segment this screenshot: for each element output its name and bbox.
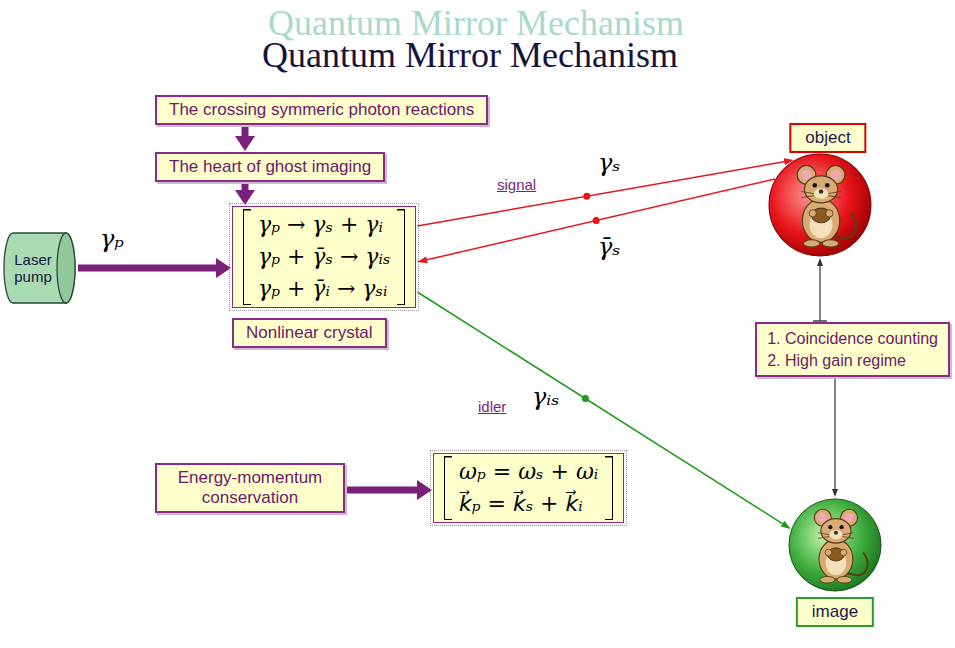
box-text: 1. Coincidence counting — [767, 328, 938, 350]
photon-dot — [593, 217, 600, 224]
beam-label: idler — [478, 398, 506, 415]
mouse-paw — [826, 210, 833, 217]
mouse-foot — [837, 576, 852, 583]
mouse-head — [821, 519, 851, 543]
flow-arrow — [242, 126, 249, 136]
process-box: Nonlinear crystal — [232, 318, 387, 348]
equation-box: ωₚ = ωₛ + ωᵢk⃗ₚ = k⃗ₛ + k⃗ᵢ — [433, 453, 624, 523]
mouse-figure — [797, 165, 856, 247]
node-circle — [788, 498, 882, 592]
box-text: Energy-momentum conservation — [169, 468, 331, 508]
mouse-body — [802, 199, 839, 243]
process-box: The crossing symmeric photon reactions — [155, 95, 488, 125]
equation-box: γₚ → γₛ + γᵢγₚ + γ̄ₛ → γᵢₛγₚ + γ̄ᵢ → γₛᵢ — [232, 206, 416, 308]
equation: k⃗ₚ = k⃗ₛ + k⃗ᵢ — [459, 488, 598, 520]
process-box: The heart of ghost imaging — [155, 152, 385, 182]
laser-label: Laser pump — [3, 251, 63, 286]
mouse-nose — [834, 531, 838, 535]
box-text: 2. High gain regime — [767, 350, 938, 372]
object-circle: object — [768, 153, 872, 257]
photon-symbol: γₚ — [100, 226, 124, 254]
mouse-eye — [825, 183, 830, 188]
beam-line — [819, 266, 820, 321]
flow-arrow — [346, 487, 417, 494]
box-text: The crossing symmeric photon reactions — [169, 100, 474, 120]
beam-line — [417, 292, 782, 524]
equation: γₚ + γ̄ᵢ → γₛᵢ — [258, 273, 390, 305]
mouse-foot — [803, 240, 820, 247]
flow-arrow — [242, 183, 249, 190]
node-circle — [768, 153, 872, 257]
mouse-paw — [840, 549, 847, 556]
beam-line — [834, 378, 835, 489]
mouse-paw — [809, 210, 816, 217]
mouse-figure — [814, 509, 867, 583]
node-heading: object — [789, 123, 866, 153]
mouse-paw — [825, 549, 832, 556]
tee-bar — [828, 377, 842, 378]
photon-dot — [582, 395, 589, 402]
note-box: 1. Coincidence counting2. High gain regi… — [755, 322, 950, 377]
beam-label: signal — [497, 176, 536, 193]
photon-symbol: γ̄ₛ — [598, 234, 620, 262]
photon-symbol: γᵢₛ — [532, 384, 559, 412]
mouse-muzzle — [814, 188, 829, 198]
matrix-bracket: ωₚ = ωₛ + ωᵢk⃗ₚ = k⃗ₛ + k⃗ᵢ — [444, 456, 613, 520]
equation: γₚ → γₛ + γᵢ — [258, 209, 390, 241]
mouse-nose — [819, 189, 824, 194]
laser-cylinder: Laser pump — [3, 232, 77, 304]
mouse-body — [819, 539, 853, 578]
mouse-muzzle — [829, 530, 842, 539]
box-text: Nonlinear crystal — [246, 323, 373, 343]
mouse-whiskers — [818, 533, 854, 539]
matrix-bracket: γₚ → γₛ + γᵢγₚ + γ̄ₛ → γᵢₛγₚ + γ̄ᵢ → γₛᵢ — [243, 209, 405, 305]
circle-outline — [789, 499, 881, 591]
mouse-whiskers — [801, 191, 841, 197]
box-text: The heart of ghost imaging — [169, 157, 371, 177]
flow-arrow — [78, 265, 216, 272]
equation: γₚ + γ̄ₛ → γᵢₛ — [258, 241, 390, 273]
diagram-title: Quantum Mirror Mechanism — [262, 34, 678, 76]
circle-outline — [769, 154, 871, 256]
mouse-eye — [840, 525, 844, 529]
label-holder: Laser pump — [3, 232, 77, 304]
cylinder-face — [57, 233, 75, 303]
mouse-foot — [820, 576, 835, 583]
image-circle: image — [788, 498, 882, 592]
equation: ωₚ = ωₛ + ωᵢ — [459, 456, 598, 488]
process-box: Energy-momentum conservation — [155, 463, 345, 513]
node-heading: image — [796, 597, 874, 627]
mouse-eye — [813, 183, 818, 188]
photon-symbol: γₛ — [598, 150, 620, 178]
mouse-head — [804, 176, 837, 203]
photon-dot — [583, 193, 590, 200]
mouse-eye — [828, 525, 832, 529]
mouse-foot — [822, 240, 839, 247]
